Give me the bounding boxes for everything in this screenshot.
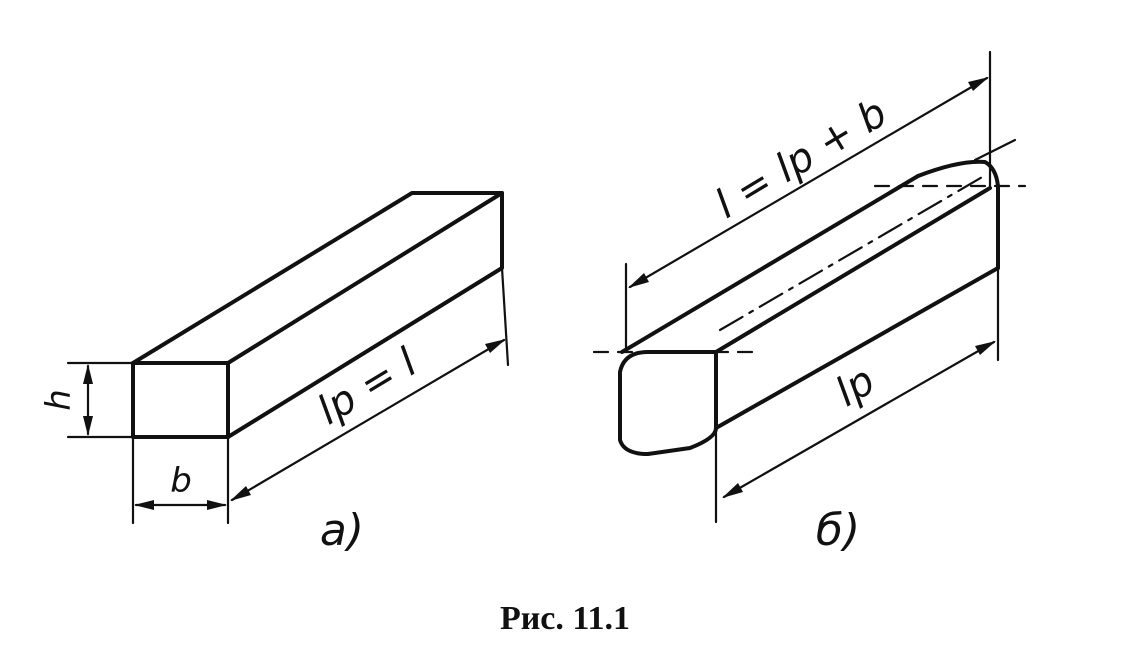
dim-b-arrow-left	[134, 500, 154, 510]
dim-l-arrow-left	[628, 273, 649, 288]
key-b-top-edge-back	[714, 186, 992, 354]
variant-a-label: а)	[320, 505, 364, 556]
key-b-axis-line	[718, 174, 986, 332]
dim-h-arrow-bottom	[83, 416, 93, 436]
dim-h-arrow-top	[83, 364, 93, 384]
dim-lp2-arrow-left	[722, 483, 743, 498]
dim-lp2-label: lp	[828, 358, 883, 416]
dim-lp2-arrow-right	[975, 341, 996, 355]
key-a-top-face	[131, 191, 504, 365]
dim-b-arrow-right	[207, 500, 227, 510]
key-b-bottom-edge	[714, 266, 1000, 430]
variant-b-label: б)	[816, 505, 860, 556]
dim-h-label: h	[39, 389, 79, 411]
rounded-key: l = lp + b lp б)	[592, 50, 1027, 556]
key-b-right-end-top	[916, 159, 1000, 188]
dim-lp2-line	[722, 340, 996, 499]
dim-lp-arrow-right	[485, 339, 506, 353]
dim-l-arrow-right	[968, 77, 989, 91]
prismatic-key: h b lp = l а)	[39, 191, 510, 556]
figure-caption: Рис. 11.1	[499, 600, 631, 637]
key-b-top-edge-front	[620, 174, 920, 354]
dim-l-line	[628, 76, 989, 289]
dim-lp-line	[230, 338, 506, 502]
key-b-left-end	[618, 350, 718, 456]
dim-b-label: b	[170, 461, 192, 501]
dim-lp-arrow-left	[230, 486, 251, 501]
key-b-right-center-cross	[973, 138, 1017, 162]
key-a-front-face	[131, 361, 230, 439]
dim-lp-ext	[500, 266, 510, 367]
